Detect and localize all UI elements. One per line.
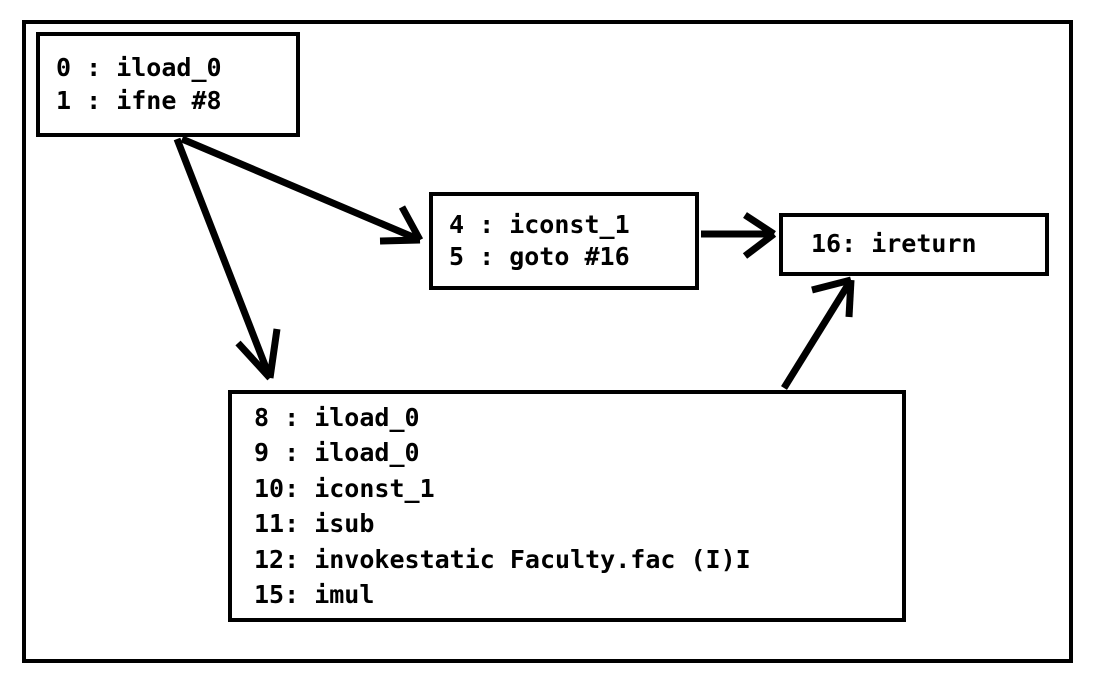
then-block-line-1: 5 : goto #16 — [449, 242, 630, 271]
else-block-line-4: 12: invokestatic Faculty.fac (I)I — [254, 544, 751, 574]
else-block-line-1: 9 : iload_0 — [254, 438, 420, 467]
return-block: 16: ireturn — [779, 213, 1049, 276]
else-block: 8 : iload_0 9 : iload_0 10: iconst_1 11:… — [228, 390, 906, 622]
entry-block-line-1: 1 : ifne #8 — [56, 85, 222, 115]
else-block-line-5: 15: imul — [254, 580, 375, 609]
then-block-line-0: 4 : iconst_1 — [449, 209, 630, 239]
else-block-line-3: 11: isub — [254, 509, 375, 538]
entry-block-line-0: 0 : iload_0 — [56, 53, 222, 82]
else-block-line-2: 10: iconst_1 — [254, 473, 435, 503]
entry-block: 0 : iload_0 1 : ifne #8 — [36, 32, 300, 137]
return-block-line-0: 16: ireturn — [811, 229, 977, 259]
then-block: 4 : iconst_1 5 : goto #16 — [429, 192, 699, 290]
diagram-outer-frame — [22, 20, 1073, 663]
else-block-line-0: 8 : iload_0 — [254, 402, 420, 432]
